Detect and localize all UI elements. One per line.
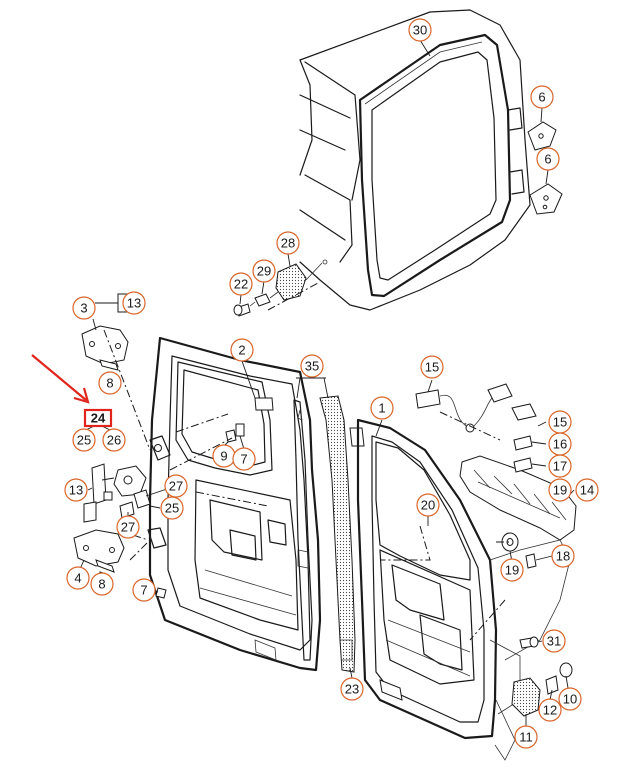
- callout-label: 22: [234, 277, 248, 292]
- callout-label: 25: [77, 433, 91, 448]
- callout-30[interactable]: 30: [408, 18, 432, 42]
- callout-22[interactable]: 22: [229, 272, 253, 296]
- callout-9[interactable]: 9: [212, 444, 236, 468]
- callout-label: 10: [563, 692, 577, 707]
- callout-26[interactable]: 26: [102, 428, 126, 452]
- callout-2[interactable]: 2: [230, 338, 254, 362]
- callout-label: 13: [127, 296, 141, 311]
- callout-group: 30 6 6 28 29 22 3 13 8 2 35 15 1 25 26 9…: [64, 18, 599, 749]
- callout-label: 15: [425, 360, 439, 375]
- callout-label: 1: [378, 401, 385, 416]
- left-door-assembly: [147, 336, 322, 672]
- callout-7-upper[interactable]: 7: [232, 447, 256, 471]
- callout-27-lower[interactable]: 27: [116, 515, 140, 539]
- callout-label: 6: [544, 152, 551, 167]
- highlighted-part-text: 24: [91, 411, 106, 426]
- right-door-assembly: [356, 418, 571, 761]
- callout-12[interactable]: 12: [538, 698, 562, 722]
- callout-10[interactable]: 10: [558, 687, 582, 711]
- callout-11[interactable]: 11: [514, 725, 538, 749]
- callout-label: 30: [413, 23, 427, 38]
- callout-label: 15: [553, 415, 567, 430]
- callout-1[interactable]: 1: [370, 396, 394, 420]
- callout-label: 3: [80, 301, 87, 316]
- highlighted-part-label[interactable]: 24: [83, 408, 113, 428]
- callout-6-lower[interactable]: 6: [536, 147, 560, 171]
- callout-label: 35: [305, 359, 319, 374]
- assembly-lines: [103, 281, 510, 641]
- handle-assembly: [415, 383, 577, 569]
- callout-label: 4: [74, 571, 81, 586]
- callout-label: 27: [121, 520, 135, 535]
- callout-label: 6: [538, 90, 545, 105]
- callout-label: 29: [257, 264, 271, 279]
- callout-8-lower[interactable]: 8: [90, 572, 114, 596]
- callout-14[interactable]: 14: [575, 478, 599, 502]
- callout-label: 31: [547, 634, 561, 649]
- callout-label: 8: [106, 376, 113, 391]
- callout-label: 19: [505, 563, 519, 578]
- callout-label: 18: [556, 549, 570, 564]
- callout-20[interactable]: 20: [416, 493, 440, 517]
- callout-label: 9: [220, 449, 227, 464]
- callout-16[interactable]: 16: [548, 432, 572, 456]
- callout-31[interactable]: 31: [542, 629, 566, 653]
- callout-label: 12: [543, 703, 557, 718]
- callout-label: 26: [107, 433, 121, 448]
- callout-label: 16: [553, 437, 567, 452]
- callout-6-upper[interactable]: 6: [530, 85, 554, 109]
- callout-label: 19: [553, 483, 567, 498]
- callout-label: 25: [165, 501, 179, 516]
- callout-13-lower[interactable]: 13: [64, 478, 88, 502]
- callout-label: 28: [281, 236, 295, 251]
- callout-23[interactable]: 23: [340, 677, 364, 701]
- callout-19-upper[interactable]: 19: [548, 478, 572, 502]
- callout-25-lower[interactable]: 25: [160, 496, 184, 520]
- callout-label: 13: [69, 483, 83, 498]
- callout-label: 7: [140, 583, 147, 598]
- callout-label: 11: [519, 730, 533, 745]
- callout-label: 2: [238, 343, 245, 358]
- callout-label: 17: [553, 459, 567, 474]
- callout-15-upper[interactable]: 15: [420, 355, 444, 379]
- callout-3[interactable]: 3: [72, 296, 96, 320]
- callout-8-upper[interactable]: 8: [98, 371, 122, 395]
- callout-17[interactable]: 17: [548, 454, 572, 478]
- callout-28[interactable]: 28: [276, 231, 300, 255]
- callout-29[interactable]: 29: [252, 259, 276, 283]
- callout-15-lower[interactable]: 15: [548, 410, 572, 434]
- callout-27-upper[interactable]: 27: [164, 474, 188, 498]
- leader-lines: [79, 39, 575, 726]
- callout-4[interactable]: 4: [66, 566, 90, 590]
- callout-19-lower[interactable]: 19: [500, 558, 524, 582]
- lamp-assembly: [511, 636, 573, 717]
- callout-label: 27: [169, 479, 183, 494]
- callout-label: 23: [345, 682, 359, 697]
- callout-label: 20: [421, 498, 435, 513]
- callout-label: 8: [98, 577, 105, 592]
- door-seal-strips: [293, 395, 365, 673]
- highlight-arrow: [31, 354, 90, 404]
- vehicle-rear-body: [233, 9, 563, 317]
- callout-25-upper[interactable]: 25: [72, 428, 96, 452]
- callout-label: 14: [580, 483, 594, 498]
- callout-18[interactable]: 18: [551, 544, 575, 568]
- callout-35[interactable]: 35: [300, 354, 324, 378]
- callout-label: 7: [240, 452, 247, 467]
- callout-7-lower[interactable]: 7: [132, 578, 156, 602]
- callout-13-upper[interactable]: 13: [117, 291, 146, 315]
